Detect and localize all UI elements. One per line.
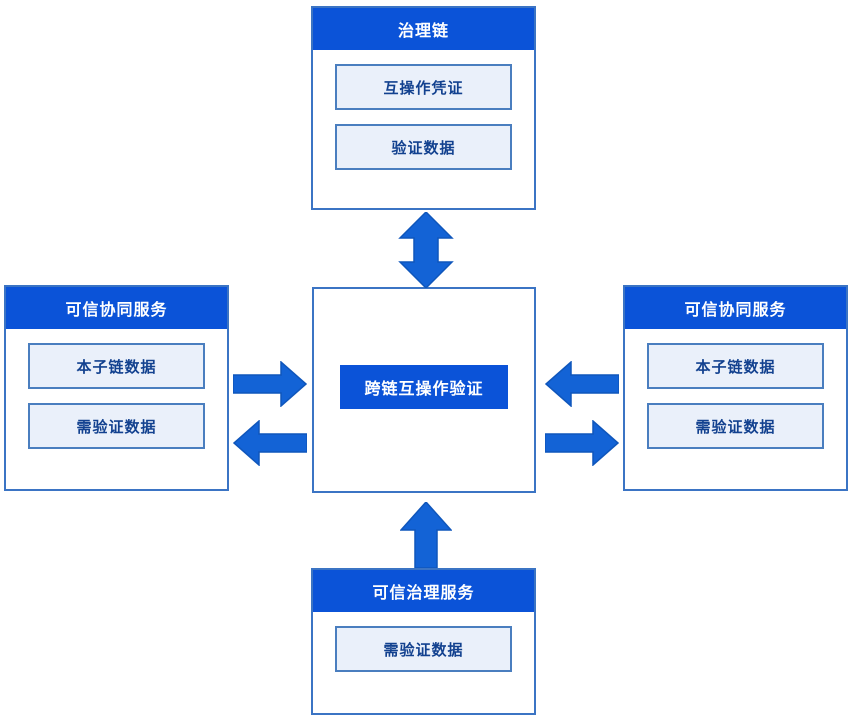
node-body-top: 互操作凭证 验证数据 [313,50,534,208]
node-body-right: 本子链数据 需验证数据 [625,329,846,489]
node-body-left: 本子链数据 需验证数据 [6,329,227,489]
node-header-bottom: 可信治理服务 [313,570,534,612]
node-governance-chain[interactable]: 治理链 互操作凭证 验证数据 [311,6,536,210]
node-body-bottom: 需验证数据 [313,612,534,713]
chip-top-0[interactable]: 互操作凭证 [335,64,512,110]
node-header-right: 可信协同服务 [625,287,846,329]
arrow-up-icon [400,502,452,568]
node-header-top: 治理链 [313,8,534,50]
arrow-left-icon-right-to-center [545,361,619,407]
double-headed-vertical-arrow-icon [398,212,454,288]
chip-left-0[interactable]: 本子链数据 [28,343,205,389]
node-trusted-collaboration-service-right[interactable]: 可信协同服务 本子链数据 需验证数据 [623,285,848,491]
chip-right-1[interactable]: 需验证数据 [647,403,824,449]
node-trusted-collaboration-service-left[interactable]: 可信协同服务 本子链数据 需验证数据 [4,285,229,491]
arrow-right-icon-center-to-right [545,420,619,466]
node-trusted-governance-service[interactable]: 可信治理服务 需验证数据 [311,568,536,715]
arrow-left-icon-center-to-left [233,420,307,466]
arrow-right-icon-left-to-center [233,361,307,407]
chip-right-0[interactable]: 本子链数据 [647,343,824,389]
chip-left-1[interactable]: 需验证数据 [28,403,205,449]
center-label-pill[interactable]: 跨链互操作验证 [340,365,508,409]
chip-bottom-0[interactable]: 需验证数据 [335,626,512,672]
node-header-left: 可信协同服务 [6,287,227,329]
chip-top-1[interactable]: 验证数据 [335,124,512,170]
